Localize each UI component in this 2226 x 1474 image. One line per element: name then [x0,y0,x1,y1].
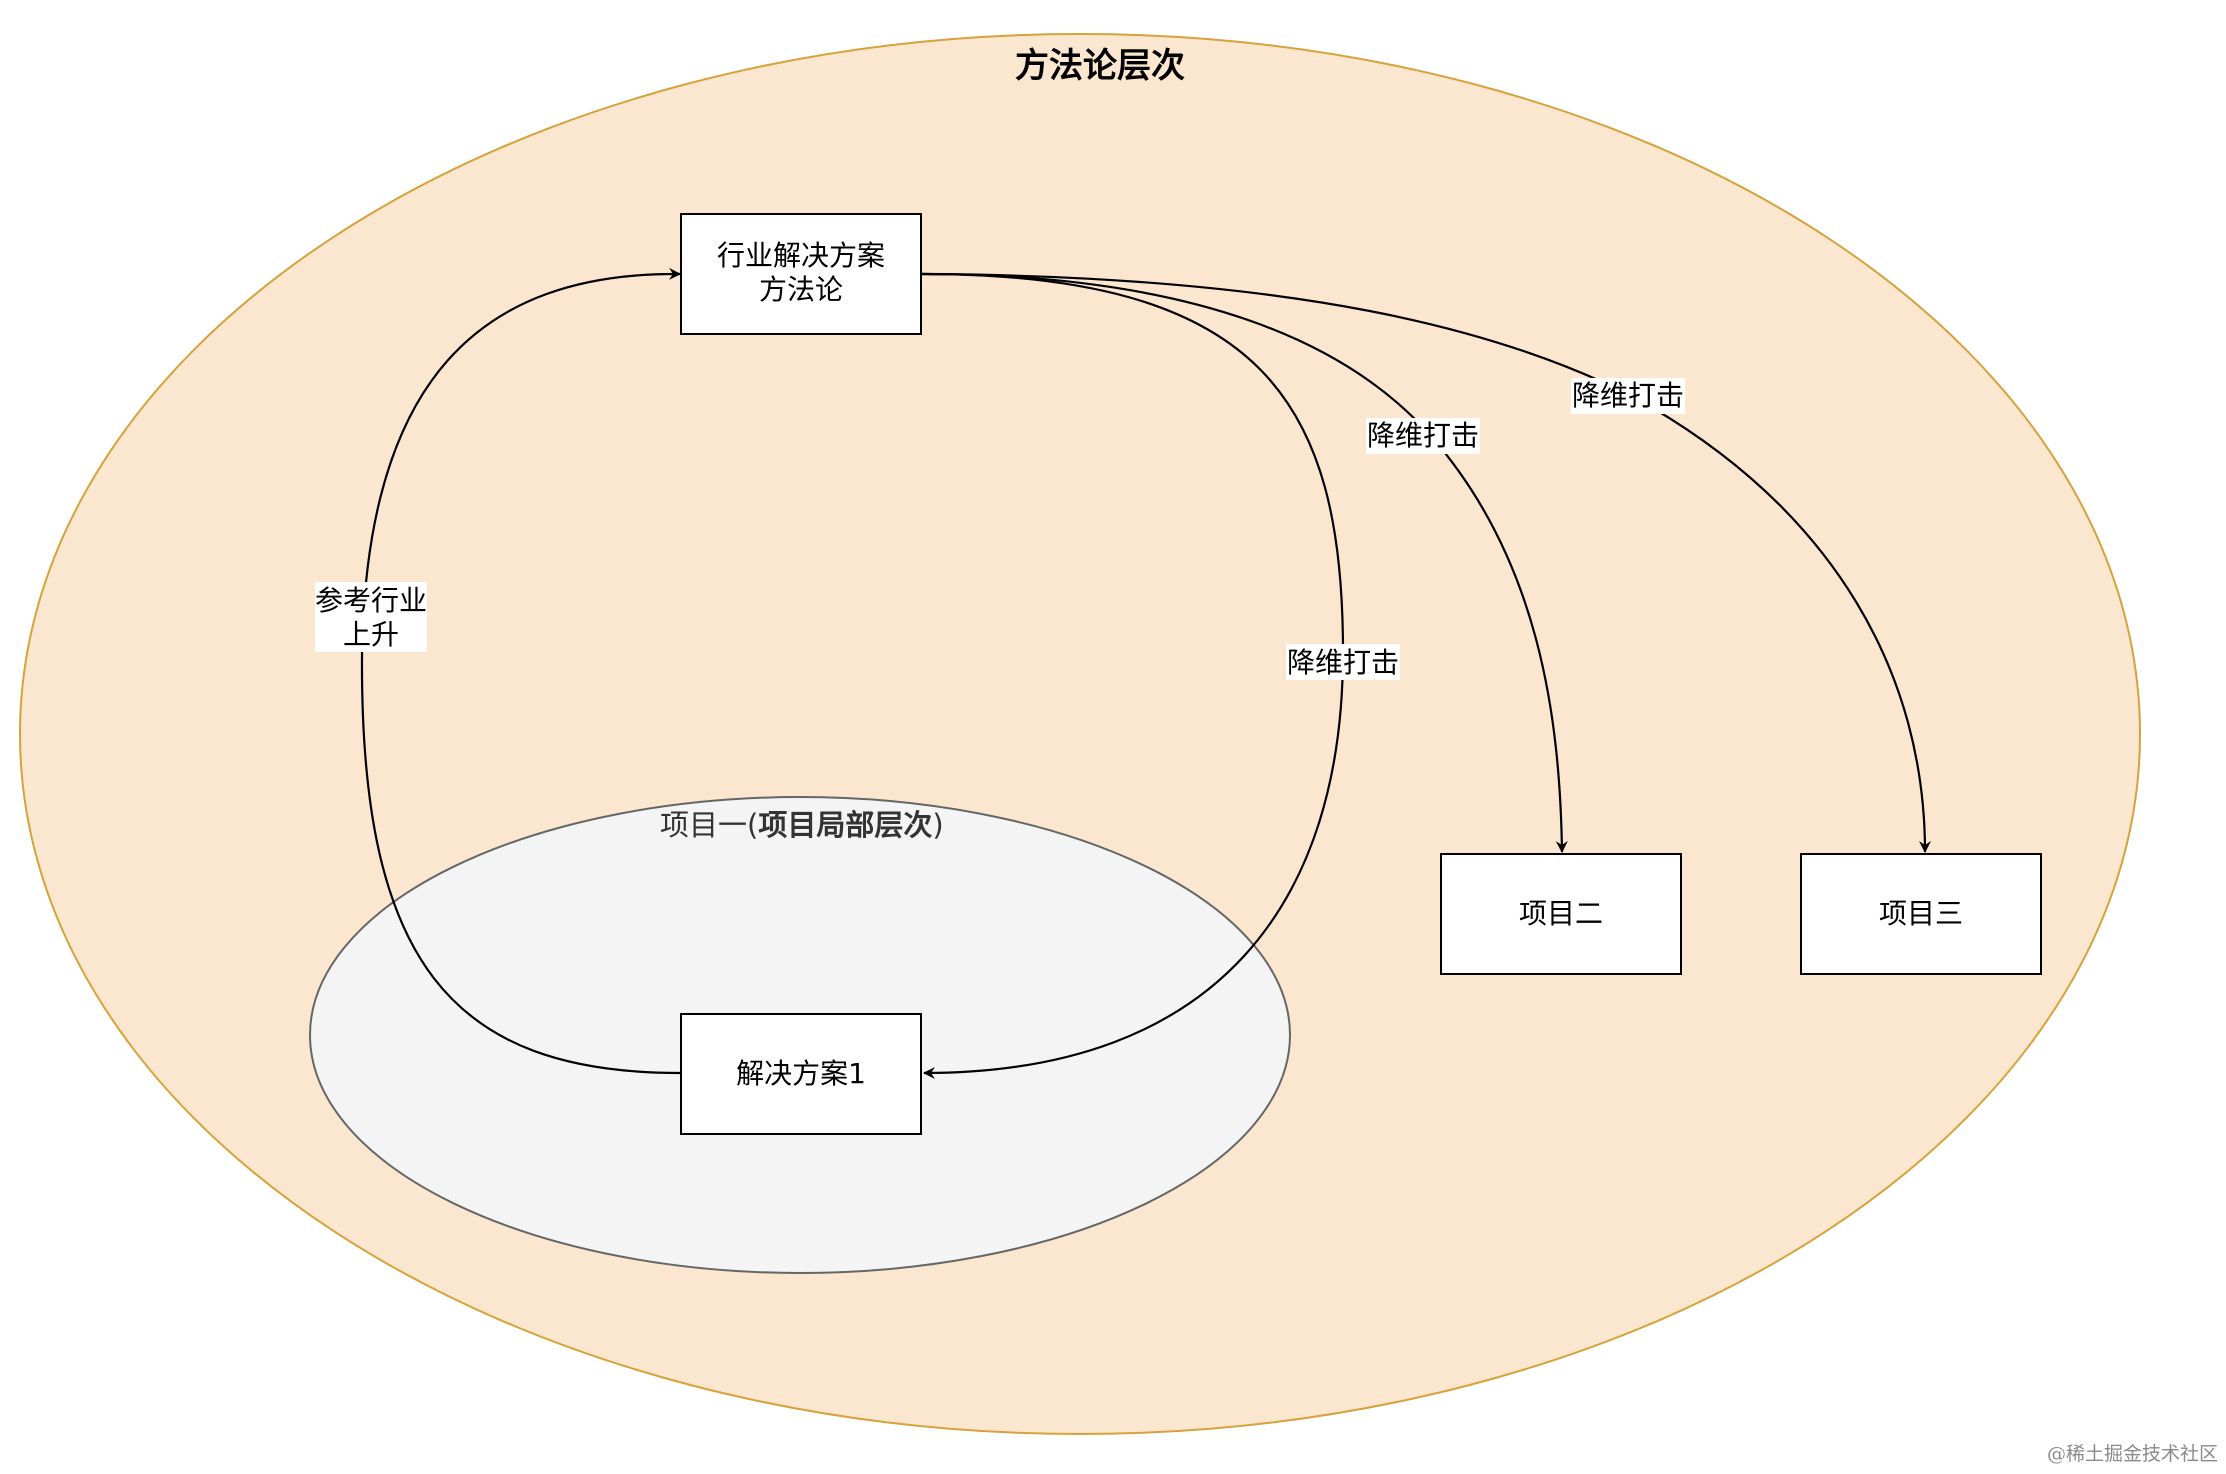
industry-methodology-line2: 方法论 [759,273,843,306]
downgrade-label-project3-bg [1571,378,1685,414]
downgrade-label-project2-bg [1366,418,1480,454]
downgrade-label-project3: 降维打击 [1572,379,1684,412]
rise-edge [360,267,681,1075]
industry-methodology-node[interactable] [680,213,922,335]
solution1-label: 解决方案1 [736,1057,866,1090]
project-one-title: 项目一(项目局部层次) [660,808,944,842]
solution1-node[interactable] [680,1013,922,1135]
project-one-title-prefix: 项目一( [660,808,758,842]
project2-node[interactable] [1440,853,1682,975]
methodology-level-title: 方法论层次 [1015,46,1185,86]
downgrade-label-project2: 降维打击 [1367,419,1479,452]
downgrade-label-solution1: 降维打击 [1287,646,1399,679]
project-one-title-suffix: ) [932,808,943,842]
project-one-title-bold: 项目局部层次 [758,808,932,842]
rise-label-bg [315,582,427,652]
industry-methodology-line1: 行业解决方案 [717,239,885,272]
rise-label-line2: 上升 [343,618,399,651]
project2-label: 项目二 [1519,897,1603,930]
rise-label-line1: 参考行业 [315,584,427,617]
downgrade-label-solution1-bg [1286,644,1400,680]
project3-node[interactable] [1800,853,2042,975]
watermark-text: @稀土掘金技术社区 [2047,1443,2218,1465]
project3-label: 项目三 [1879,897,1963,930]
